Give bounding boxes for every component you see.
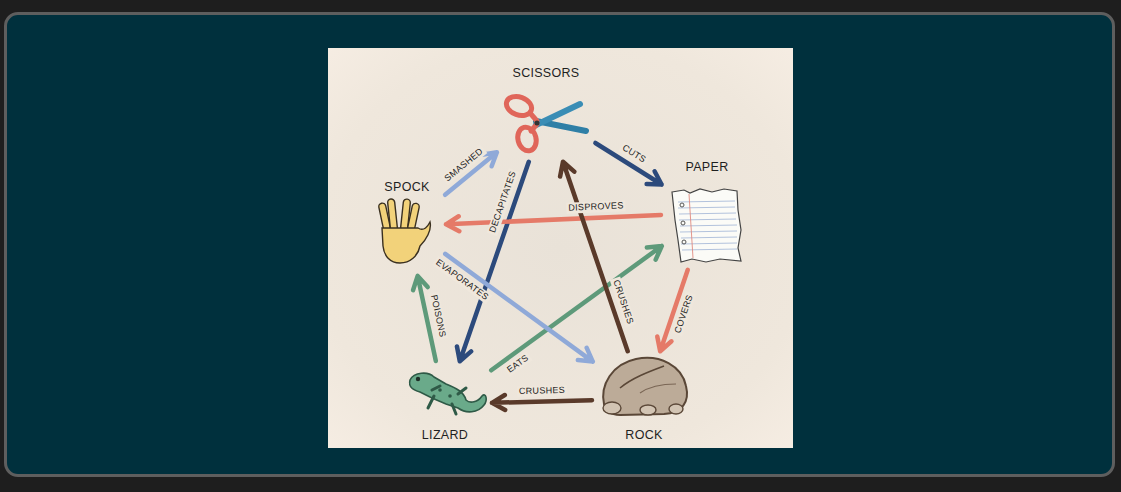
edge-label: COVERS <box>672 292 696 337</box>
edge-label: DECAPITATES <box>487 168 520 236</box>
beats-arrow <box>492 395 592 410</box>
lizard-icon <box>410 373 487 414</box>
choice-node: LIZARD <box>402 365 488 443</box>
choice-node: PAPER <box>665 160 749 266</box>
choice-node: SCISSORS <box>500 66 592 158</box>
beats-arrow <box>560 162 628 351</box>
edge-label: CRUSHES <box>609 277 636 328</box>
edge-label: CUTS <box>619 142 650 167</box>
choice-name: SCISSORS <box>513 66 580 81</box>
spock-hand-icon <box>378 199 430 263</box>
paper-icon <box>672 189 741 262</box>
choice-node: SPOCK <box>372 180 442 272</box>
image-ground <box>328 48 793 448</box>
edge-label: SMASHED <box>441 145 487 186</box>
beats-arrow <box>446 215 661 231</box>
choice-node: ROCK <box>596 355 692 443</box>
choice-name: PAPER <box>686 160 729 175</box>
choice-name: SPOCK <box>384 180 429 195</box>
edge-label: POISONS <box>427 292 448 340</box>
choice-name: LIZARD <box>422 428 468 443</box>
scissors-icon <box>504 93 586 153</box>
edge-label: EATS <box>504 352 533 377</box>
beats-arrow <box>445 254 593 362</box>
edge-label: EVAPORATES <box>432 256 492 304</box>
edge-label: DISPROVES <box>566 200 626 214</box>
choice-name: ROCK <box>625 428 662 443</box>
beats-arrow <box>457 162 529 361</box>
rock-icon <box>603 358 687 415</box>
edge-label: CRUSHES <box>517 384 567 396</box>
